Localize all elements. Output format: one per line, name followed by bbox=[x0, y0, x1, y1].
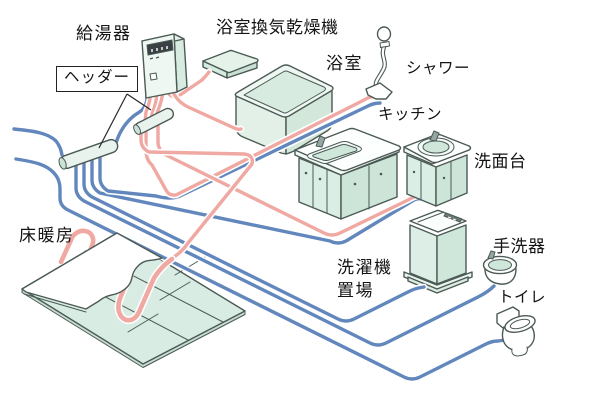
label-shower: シャワー bbox=[406, 60, 471, 77]
shower-unit bbox=[365, 26, 393, 100]
kitchen-faucet bbox=[315, 135, 326, 148]
label-toilet: トイレ bbox=[498, 289, 547, 306]
label-floor-heating: 床暖房 bbox=[19, 226, 75, 245]
label-bath-vent-dryer: 浴室換気乾燥機 bbox=[216, 18, 339, 37]
label-washstand: 洗面台 bbox=[474, 152, 527, 171]
heater-button bbox=[149, 72, 158, 81]
water-heater-unit bbox=[141, 33, 188, 99]
label-water-heater: 給湯器 bbox=[76, 24, 132, 43]
shower-head bbox=[376, 26, 392, 42]
hand-washer-faucet bbox=[487, 250, 496, 260]
toilet-unit bbox=[496, 306, 536, 357]
leader-lines bbox=[98, 93, 152, 149]
hand-washer-unit bbox=[482, 250, 518, 285]
washstand-unit bbox=[403, 130, 472, 207]
washstand-sink bbox=[422, 140, 450, 154]
label-manifold: ヘッダー bbox=[56, 66, 139, 92]
hot-water-header bbox=[133, 107, 175, 135]
floor-cover-sheet bbox=[21, 232, 163, 313]
label-bathroom: 浴室 bbox=[326, 54, 363, 73]
washing-machine-unit bbox=[403, 209, 473, 294]
label-washer-space-line1: 洗濯機 bbox=[337, 258, 393, 277]
cold-water-header bbox=[58, 138, 119, 170]
heater-display bbox=[146, 39, 174, 56]
bath-vent-dryer-unit bbox=[202, 49, 259, 79]
label-hand-washer: 手洗器 bbox=[493, 237, 546, 256]
shower-base bbox=[365, 82, 393, 100]
kitchen-counter bbox=[294, 127, 402, 220]
label-washer-space-line2: 置場 bbox=[337, 281, 374, 300]
bathtub bbox=[234, 64, 334, 155]
label-washer-space: 洗濯機 置場 bbox=[337, 256, 393, 302]
washstand-faucet bbox=[429, 130, 440, 142]
label-kitchen: キッチン bbox=[378, 106, 443, 123]
